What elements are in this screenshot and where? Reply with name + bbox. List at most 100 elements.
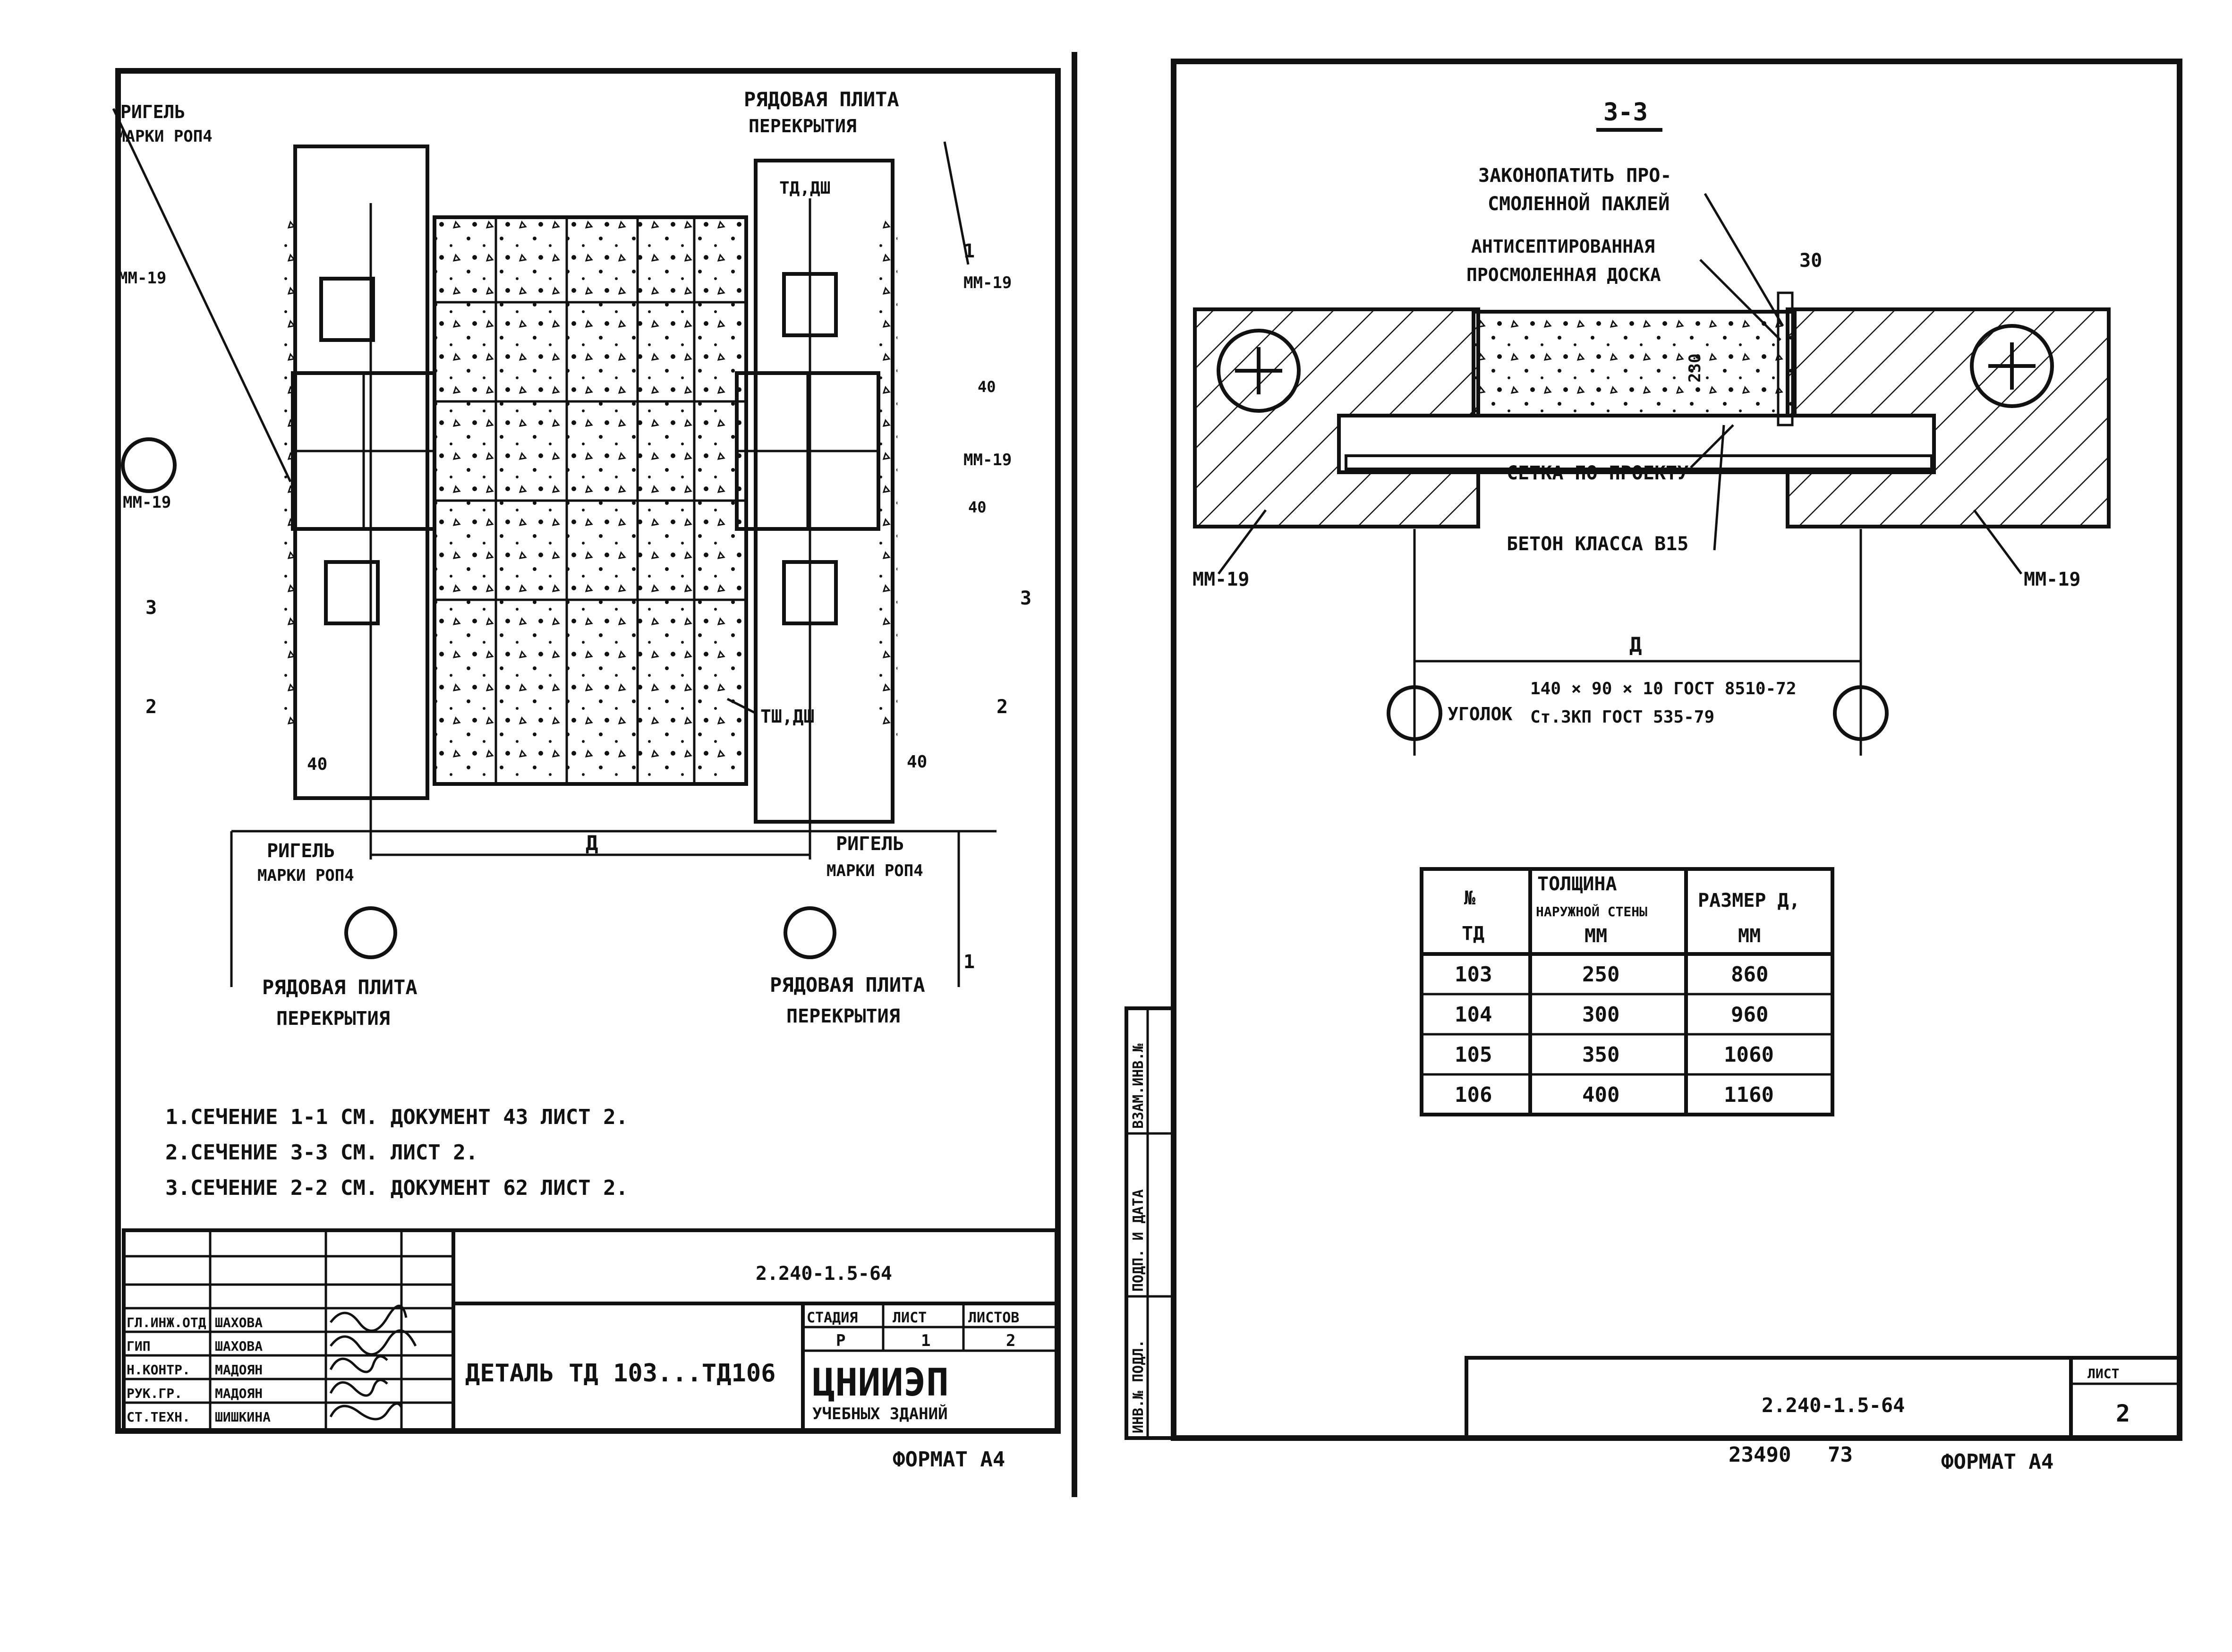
note-2: 2.СЕЧЕНИЕ 3-3 СМ. ЛИСТ 2. [165,1141,478,1165]
name-1: ШАХОВА [215,1315,263,1330]
table-row: 105 [1455,1043,1492,1067]
sheet-value: 1 [921,1331,930,1350]
table-cell: 350 [1582,1043,1619,1067]
sheets-header: ЛИСТОВ [968,1310,1019,1326]
table-header-thickness-1: ТОЛЩИНА [1537,873,1617,895]
table-header-size-2: ММ [1738,925,1761,947]
left-sheet-title: ДЕТАЛЬ ТД 103...ТД106 [465,1359,775,1388]
rigel-top-label-1: РИГЕЛЬ [120,102,185,122]
role-1: ГЛ.ИНЖ.ОТД [127,1315,206,1330]
left-title-block: 2.240-1.5-64 ДЕТАЛЬ ТД 103...ТД106 ГЛ.ИН… [122,1228,1058,1433]
mm19-label-a: ММ-19 [118,269,166,288]
table-cell: 250 [1582,962,1619,987]
name-2: ШАХОВА [215,1338,263,1354]
note-3: 3.СЕЧЕНИЕ 2-2 СМ. ДОКУМЕНТ 62 ЛИСТ 2. [165,1176,628,1200]
section-2-right-mark: 2 [997,696,1008,718]
table-header-size-1: РАЗМЕР Д, [1698,890,1800,911]
section-3-3-drawing [1193,193,2111,756]
table-cell: 960 [1731,1003,1768,1027]
table-header-thickness-3: ММ [1585,925,1607,947]
dim-230-label: 230 [1686,354,1704,383]
slab-top-label-1: РЯДОВАЯ ПЛИТА [744,88,899,111]
concrete-label: БЕТОН КЛАССА В15 [1507,533,1688,555]
right-format-label: ФОРМАТ А4 [1941,1450,2053,1474]
mm19-label-c: ММ-19 [123,493,171,512]
table-row: 104 [1455,1003,1492,1027]
board-label-2: ПРОСМОЛЕННАЯ ДОСКА [1466,264,1661,285]
angle-word: УГОЛОК [1448,704,1512,724]
stamp-replace-inv: ВЗАМ.ИНВ.№ [1130,1043,1147,1129]
side-stamp: ИНВ.№ ПОДЛ. ПОДП. И ДАТА ВЗАМ.ИНВ.№ [1125,1006,1176,1440]
slab-top-label-2: ПЕРЕКРЫТИЯ [749,116,857,136]
note-1: 1.СЕЧЕНИЕ 1-1 СМ. ДОКУМЕНТ 43 ЛИСТ 2. [165,1105,628,1129]
left-format-label: ФОРМАТ А4 [893,1448,1005,1472]
td-dsh-top-label: ТД,ДШ [779,179,830,198]
angle-spec-1: 140 × 90 × 10 ГОСТ 8510-72 [1530,679,1797,698]
left-sheet: РИГЕЛЬ МАРКИ РОП4 РЯДОВАЯ ПЛИТА ПЕРЕКРЫТ… [112,68,1061,1472]
mm19-label-d: ММ-19 [963,451,1012,469]
section-1-right-mark: 1 [963,951,975,973]
dim-40-label-b: 40 [968,498,987,516]
role-2: ГИП [127,1338,151,1354]
slab-bottom-left-label-2: ПЕРЕКРЫТИЯ [276,1008,390,1030]
right-title-block: 2.240-1.5-64 ЛИСТ 2 [1465,1356,2181,1440]
mm19-left-label: ММ-19 [1193,569,1249,590]
sheets-value: 2 [1006,1331,1015,1350]
rigel-bottom-right-label-2: МАРКИ РОП4 [826,861,923,880]
table-row: 103 [1455,962,1492,987]
plan-labels: РИГЕЛЬ МАРКИ РОП4 РЯДОВАЯ ПЛИТА ПЕРЕКРЫТ… [116,88,1031,1030]
rigel-bottom-left-label-2: МАРКИ РОП4 [257,866,354,885]
sheet-header: ЛИСТ [893,1310,927,1326]
caulk-label-1: ЗАКОНОПАТИТЬ ПРО- [1478,165,1671,187]
role-4: РУК.ГР. [127,1386,182,1401]
archive-number: 23490 [1729,1443,1791,1467]
name-4: МАДОЯН [215,1386,263,1401]
org-subtitle: УЧЕБНЫХ ЗДАНИЙ [812,1404,948,1423]
table-cell: 1060 [1724,1043,1774,1067]
right-doc-code: 2.240-1.5-64 [1762,1394,1905,1417]
table-cell: 1160 [1724,1083,1774,1107]
table-header-no-1: № [1464,887,1475,909]
mm19-label-b: ММ-19 [963,273,1012,292]
stage-header: СТАДИЯ [807,1310,858,1326]
right-sheet: 3-3 [1125,59,2182,1474]
stamp-inv-no: ИНВ.№ ПОДЛ. [1130,1339,1147,1433]
role-3: Н.КОНТР. [127,1362,190,1378]
section-3-right-mark: 3 [1020,588,1031,609]
name-3: МАДОЯН [215,1362,263,1378]
table-header-thickness-2: НАРУЖНОЙ СТЕНЫ [1536,903,1647,920]
right-sheet-frame [1171,59,2182,1441]
left-doc-code: 2.240-1.5-64 [756,1263,892,1285]
org-name: ЦНИИЭП [812,1361,949,1405]
td-size-table: № ТД ТОЛЩИНА НАРУЖНОЙ СТЕНЫ ММ РАЗМЕР Д,… [1420,867,1834,1116]
section-2-left-mark: 2 [145,696,157,718]
rigel-bottom-right-label-1: РИГЕЛЬ [836,833,904,855]
section-labels: ЗАКОНОПАТИТЬ ПРО- СМОЛЕННОЙ ПАКЛЕЙ АНТИС… [1193,165,2080,727]
caulk-label-2: СМОЛЕННОЙ ПАКЛЕЙ [1488,192,1670,215]
section-title: 3-3 [1603,98,1648,127]
dim-30-label: 30 [1799,250,1822,272]
slab-bottom-left-label-1: РЯДОВАЯ ПЛИТА [262,976,417,999]
dim-40-label-c: 40 [307,755,327,774]
right-sheet-value: 2 [2116,1400,2130,1427]
td-dsh-bottom-label: ТШ,ДШ [760,706,814,727]
section-dim-d-label: Д [1629,633,1642,657]
notes: 1.СЕЧЕНИЕ 1-1 СМ. ДОКУМЕНТ 43 ЛИСТ 2. 2.… [165,1105,628,1200]
table-cell: 300 [1582,1003,1619,1027]
rigel-top-label-2: МАРКИ РОП4 [116,127,213,146]
board-label-1: АНТИСЕПТИРОВАННАЯ [1471,236,1655,257]
role-5: СТ.ТЕХН. [127,1409,190,1425]
mm19-right-label: ММ-19 [2024,569,2080,590]
dim-40-label-d: 40 [907,752,927,772]
dim-40-label-a: 40 [978,378,996,396]
archive-year: 73 [1828,1443,1853,1467]
slab-bottom-right-label-1: РЯДОВАЯ ПЛИТА [770,973,925,996]
dimension-d-label: Д [586,831,598,855]
section-3-left-mark: 3 [145,597,157,619]
angle-spec-2: Ст.3КП ГОСТ 535-79 [1530,707,1714,727]
name-5: ШИШКИНА [215,1409,271,1425]
stamp-sign-date: ПОДП. И ДАТА [1130,1189,1147,1292]
table-row: 106 [1455,1083,1492,1107]
rigel-bottom-left-label-1: РИГЕЛЬ [267,840,335,862]
section-1-top-mark: 1 [963,240,975,262]
